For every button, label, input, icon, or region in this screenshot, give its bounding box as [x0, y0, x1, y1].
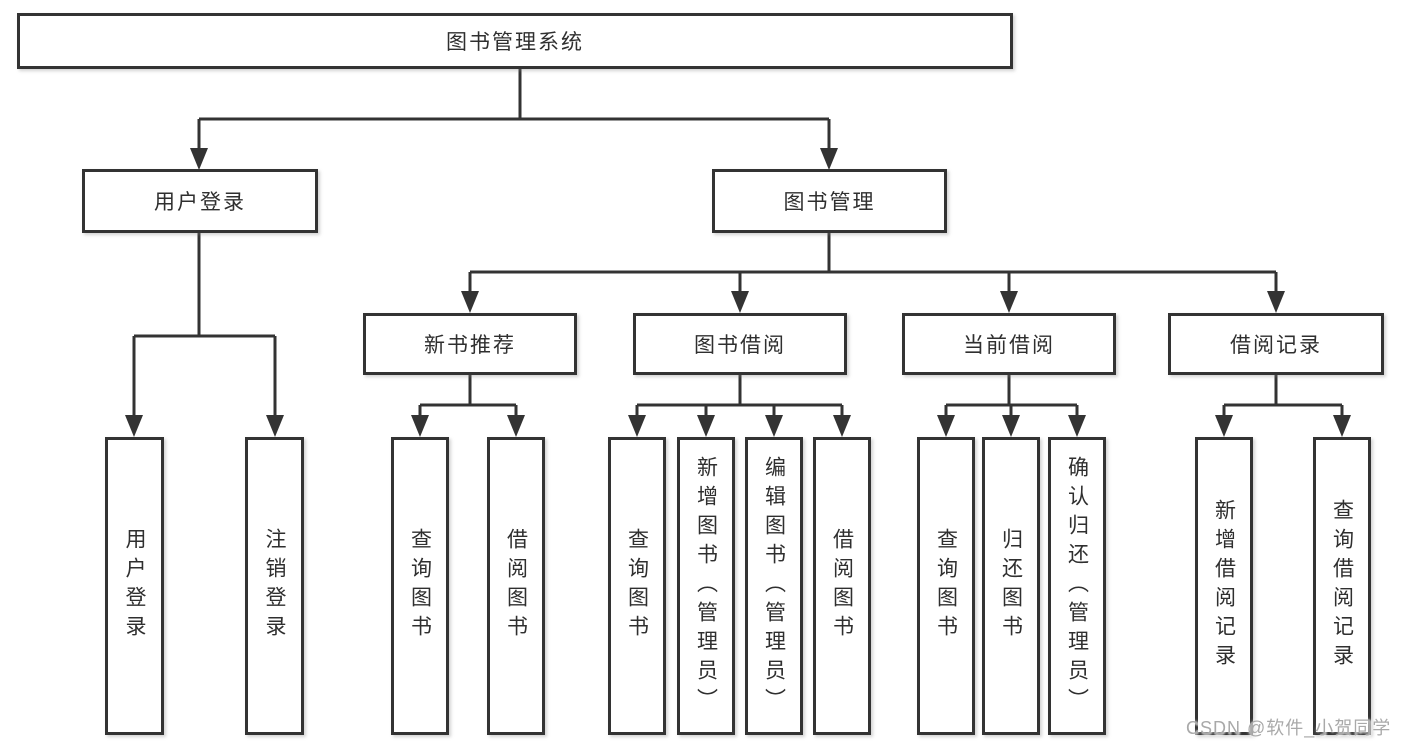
leaf-newbook-borrow-book: 借阅图书 [487, 437, 545, 735]
node-current-borrow: 当前借阅 [902, 313, 1116, 375]
leaf-add-book-admin: 新增图书（管理员） [677, 437, 735, 735]
node-new-book-recommend-label: 新书推荐 [424, 334, 516, 357]
leaf-current-query-book-label: 查询图书 [934, 528, 958, 644]
leaf-user-login: 用户登录 [105, 437, 164, 735]
node-book-borrow: 图书借阅 [633, 313, 847, 375]
leaf-edit-book-admin-label: 编辑图书（管理员） [762, 455, 786, 717]
node-book-borrow-label: 图书借阅 [694, 334, 786, 357]
leaf-user-login-label: 用户登录 [123, 528, 146, 644]
node-root-label: 图书管理系统 [446, 31, 584, 54]
connector-borrow-records-children [1215, 375, 1351, 437]
connector-new-book-children [411, 375, 525, 437]
leaf-borrow-book-label: 借阅图书 [830, 528, 854, 644]
leaf-return-book-label: 归还图书 [999, 528, 1023, 644]
node-borrow-records-label: 借阅记录 [1230, 334, 1322, 357]
node-borrow-records: 借阅记录 [1168, 313, 1384, 375]
leaf-confirm-return-admin: 确认归还（管理员） [1048, 437, 1106, 735]
connector-user-login-children [125, 233, 284, 437]
node-book-mgmt-label: 图书管理 [783, 191, 876, 214]
leaf-borrow-query-book: 查询图书 [608, 437, 666, 735]
connector-book-borrow-children [628, 375, 851, 437]
leaf-borrow-query-book-label: 查询图书 [625, 528, 649, 644]
connector-current-borrow-children [937, 375, 1086, 437]
node-user-login-label: 用户登录 [154, 191, 246, 214]
node-root-system: 图书管理系统 [17, 13, 1013, 69]
leaf-query-borrow-record: 查询借阅记录 [1313, 437, 1371, 735]
node-book-mgmt: 图书管理 [712, 169, 947, 233]
leaf-add-borrow-record-label: 新增借阅记录 [1212, 499, 1236, 673]
leaf-edit-book-admin: 编辑图书（管理员） [745, 437, 803, 735]
leaf-newbook-query-book-label: 查询图书 [408, 528, 432, 644]
leaf-logout-label: 注销登录 [263, 528, 286, 644]
leaf-newbook-query-book: 查询图书 [391, 437, 449, 735]
leaf-confirm-return-admin-label: 确认归还（管理员） [1065, 455, 1089, 717]
connector-book-mgmt-children [461, 233, 1285, 313]
leaf-newbook-borrow-book-label: 借阅图书 [504, 528, 528, 644]
leaf-add-book-admin-label: 新增图书（管理员） [694, 455, 718, 717]
leaf-return-book: 归还图书 [982, 437, 1040, 735]
leaf-borrow-book: 借阅图书 [813, 437, 871, 735]
csdn-watermark: CSDN @软件_小贺同学 [1186, 718, 1392, 738]
connector-root-to-branches [190, 69, 838, 170]
leaf-logout: 注销登录 [245, 437, 304, 735]
node-user-login: 用户登录 [82, 169, 318, 233]
leaf-add-borrow-record: 新增借阅记录 [1195, 437, 1253, 735]
node-new-book-recommend: 新书推荐 [363, 313, 577, 375]
node-current-borrow-label: 当前借阅 [963, 334, 1055, 357]
leaf-query-borrow-record-label: 查询借阅记录 [1330, 499, 1354, 673]
leaf-current-query-book: 查询图书 [917, 437, 975, 735]
